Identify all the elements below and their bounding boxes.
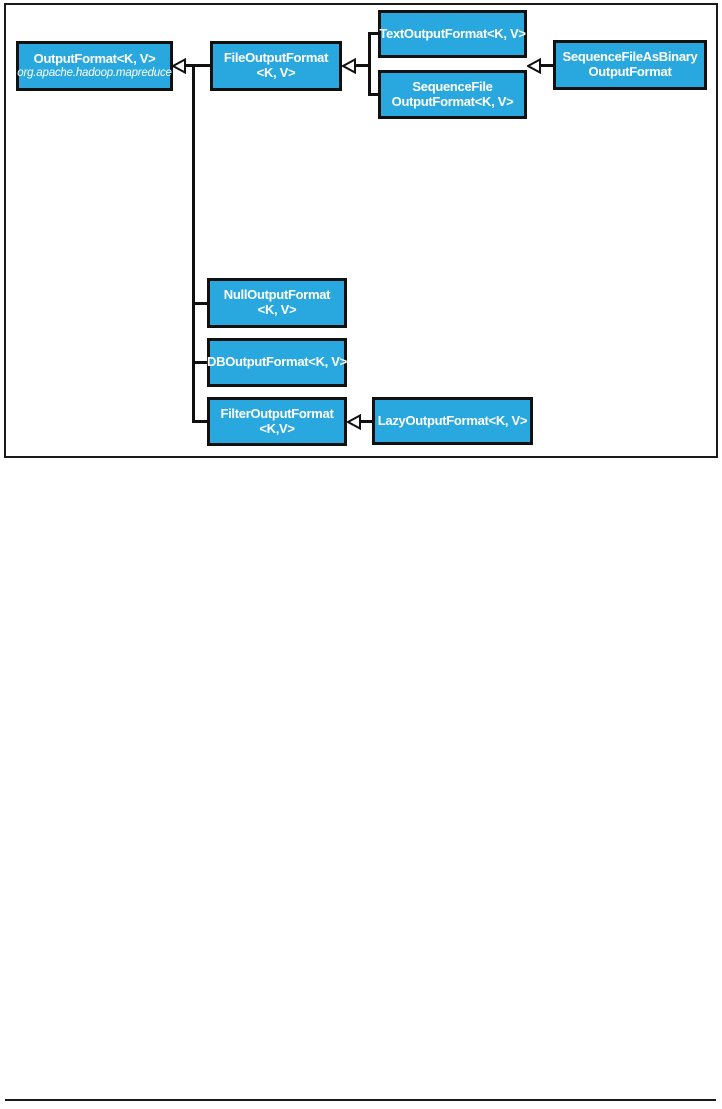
- connector-stub-filteroutputformat: [192, 420, 207, 423]
- connector-stub-textoutputformat: [371, 32, 378, 35]
- class-name-line2: OutputFormat<K, V>: [391, 93, 514, 109]
- connector-stub-dboutputformat: [192, 361, 207, 364]
- class-box-dboutputformat: DBOutputFormat<K, V>: [207, 338, 347, 387]
- connector-lazyoutputformat: [359, 420, 372, 423]
- class-box-sequencefileasbinaryoutputformat: SequenceFileAsBinary OutputFormat: [553, 40, 707, 90]
- class-name-line2: OutputFormat: [588, 64, 672, 79]
- class-generics: <K, V>: [256, 65, 296, 80]
- class-name: SequenceFileAsBinary: [562, 49, 698, 65]
- connector-stub-nulloutputformat: [192, 301, 207, 305]
- class-box-sequencefileoutputformat: SequenceFile OutputFormat<K, V>: [378, 70, 527, 119]
- class-name: FilterOutputFormat: [220, 405, 334, 421]
- package-name: org.apache.hadoop.mapreduce: [17, 66, 172, 79]
- class-box-textoutputformat: TextOutputFormat<K, V>: [378, 10, 527, 58]
- class-box-outputformat: OutputFormat<K, V> org.apache.hadoop.map…: [16, 41, 173, 91]
- class-name: FileOutputFormat: [223, 50, 329, 66]
- class-generics: <K,V>: [259, 420, 295, 436]
- class-name: TextOutputFormat<K, V>: [379, 25, 526, 41]
- connector-trunk-outputformat-subclasses: [192, 64, 195, 423]
- class-box-fileoutputformat: FileOutputFormat <K, V>: [210, 41, 342, 91]
- class-name: OutputFormat<K, V>: [33, 51, 156, 67]
- connector-trunk-fileoutputformat-subclasses: [368, 32, 371, 96]
- class-name: LazyOutputFormat<K, V>: [377, 412, 528, 428]
- class-name: SequenceFile: [412, 78, 493, 94]
- figure-border: [4, 3, 718, 458]
- class-box-nulloutputformat: NullOutputFormat <K, V>: [207, 278, 347, 328]
- class-generics: <K, V>: [257, 302, 297, 317]
- connector-stub-sequencefileoutputformat: [371, 93, 378, 96]
- connector-fileoutputformat-subclasses: [354, 64, 371, 67]
- connector-fileoutputformat-to-outputformat: [185, 64, 210, 67]
- class-box-filteroutputformat: FilterOutputFormat <K,V>: [207, 397, 347, 446]
- page-footer-rule: [5, 1099, 716, 1101]
- class-name: DBOutputFormat<K, V>: [207, 354, 347, 370]
- class-name: NullOutputFormat: [223, 287, 331, 303]
- inheritance-arrow-icon: [172, 57, 186, 74]
- class-box-lazyoutputformat: LazyOutputFormat<K, V>: [372, 397, 533, 445]
- connector-sequencefileasbinary: [539, 64, 553, 67]
